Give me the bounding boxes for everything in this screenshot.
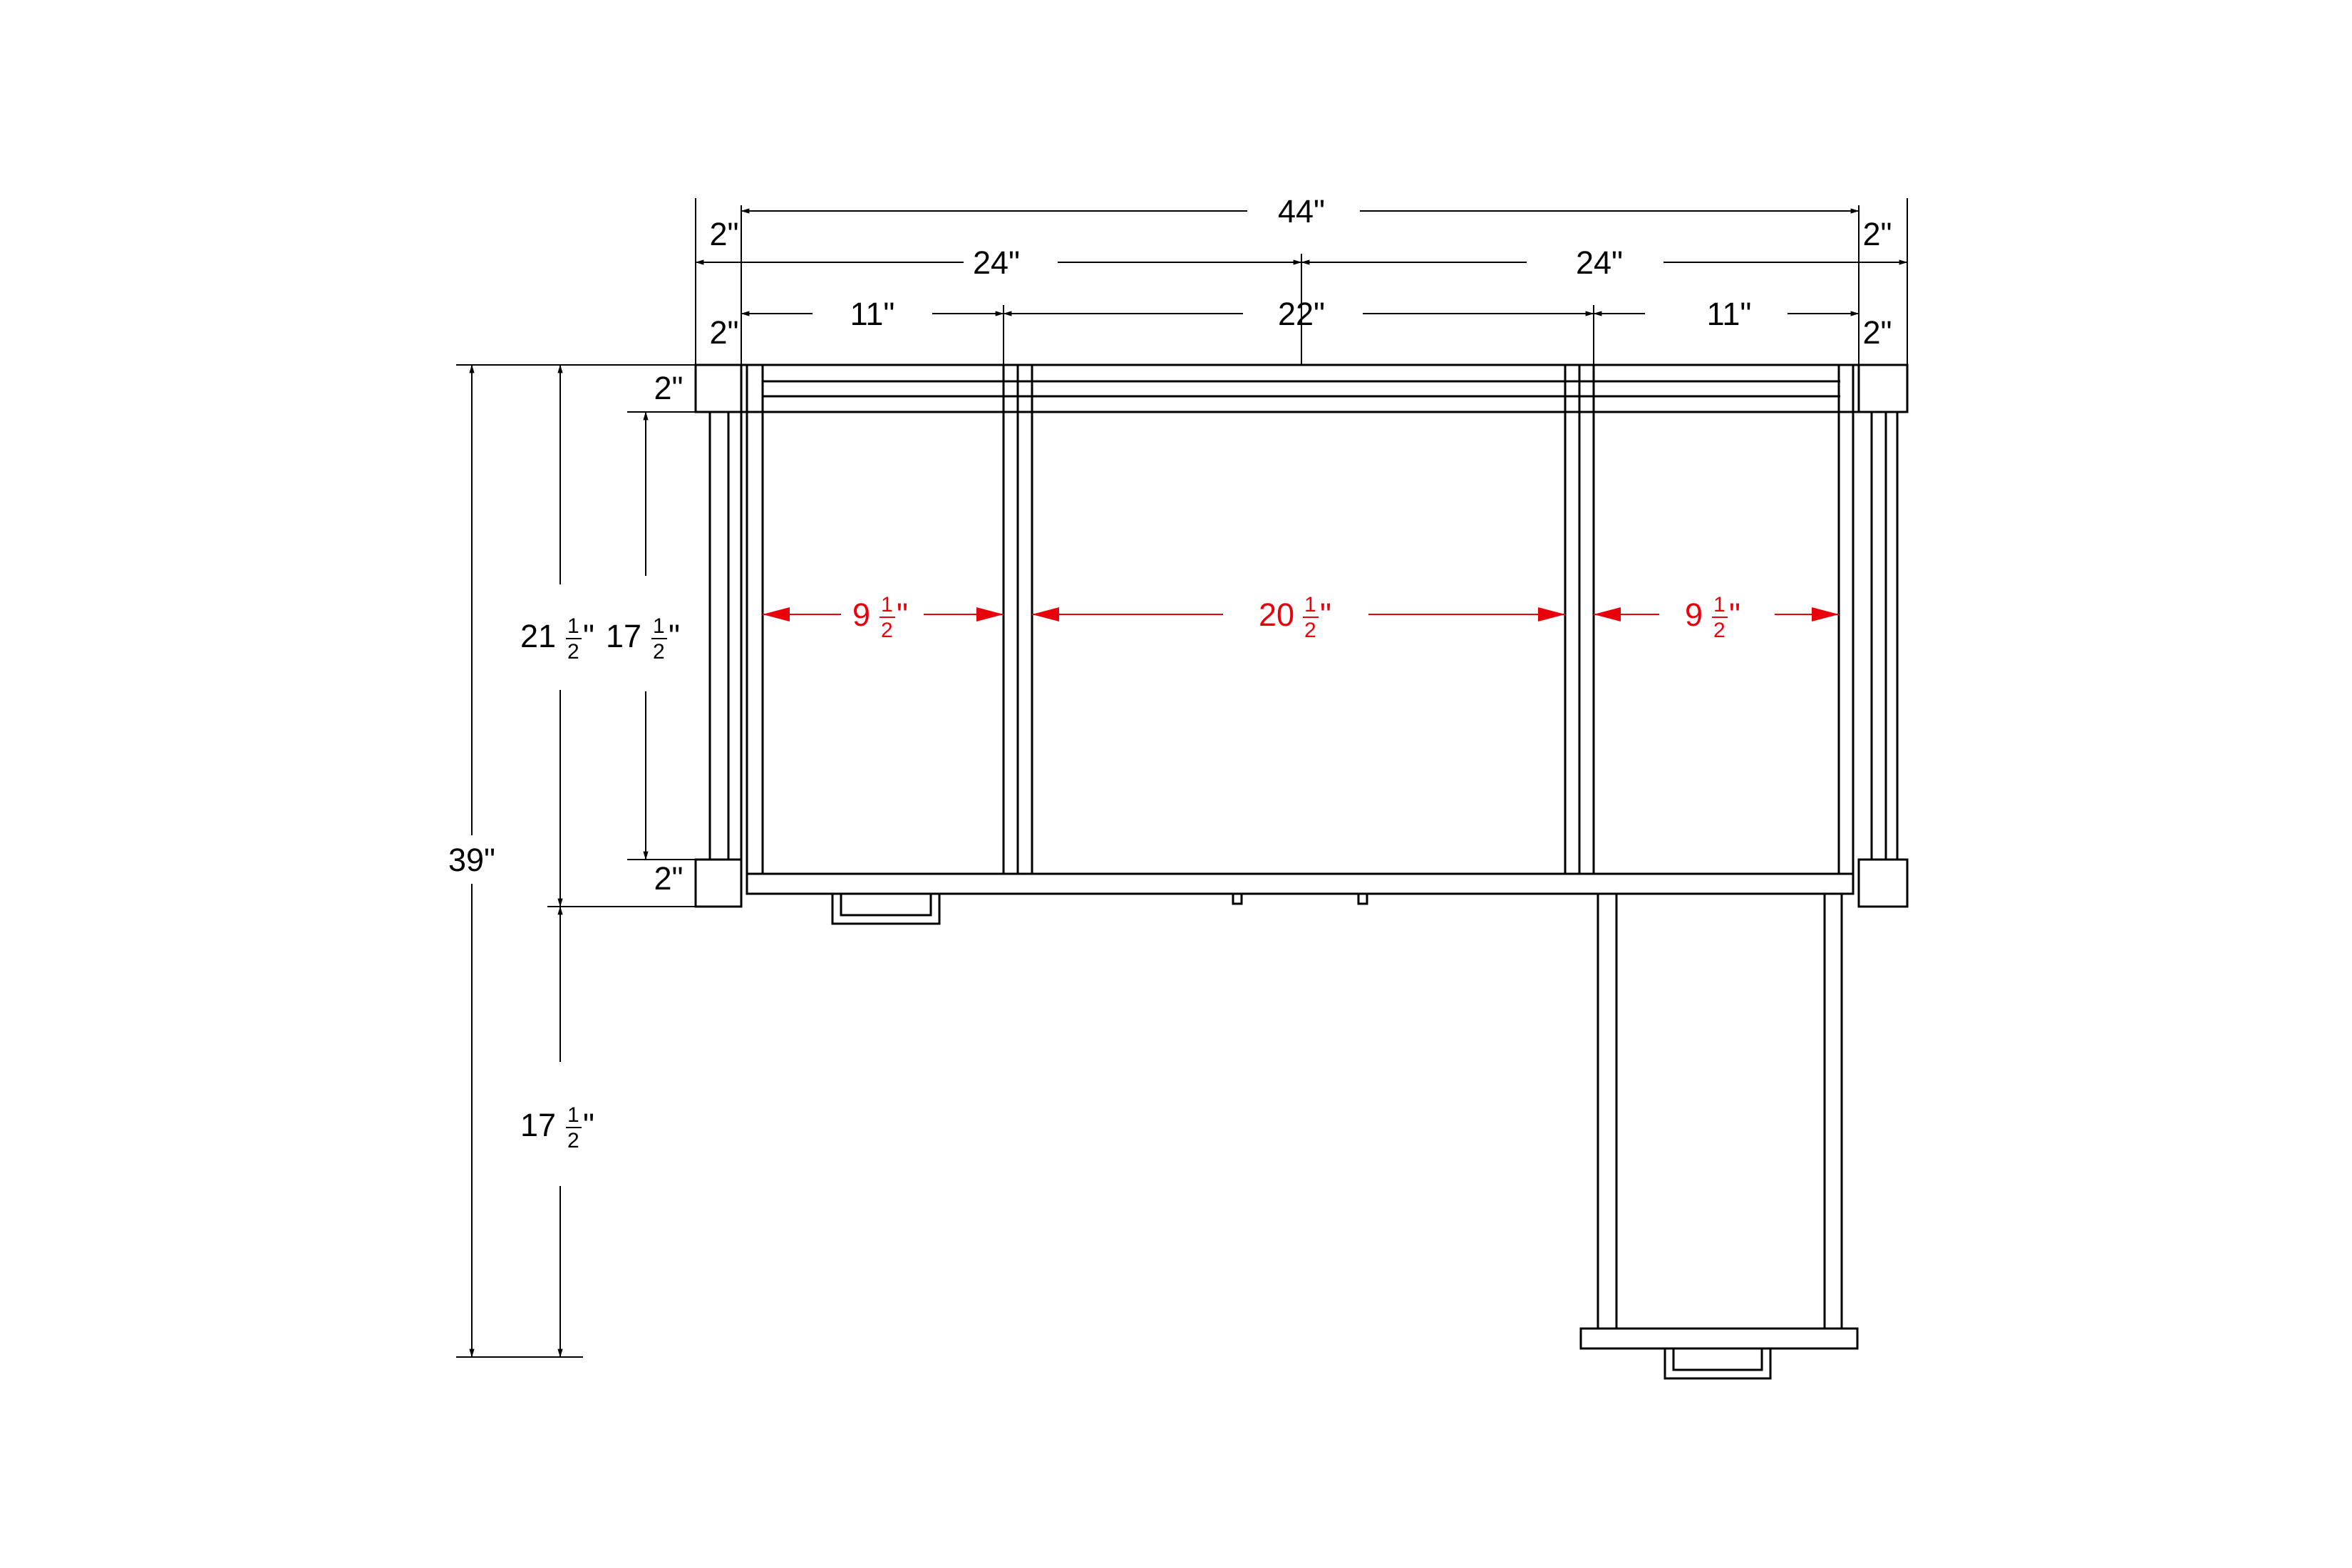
svg-text:9: 9	[1685, 597, 1703, 633]
dim-overall-width: 44"	[1278, 193, 1325, 229]
clear-span-right: 9 1 2 "	[1685, 593, 1740, 642]
top-board	[694, 363, 1909, 413]
right-drawer-pull	[1664, 1348, 1772, 1380]
svg-text:1: 1	[1304, 593, 1316, 617]
dim-rail-top: 2"	[654, 370, 683, 406]
dim-bay-left: 11"	[850, 296, 895, 332]
svg-text:2: 2	[567, 640, 579, 664]
svg-text:1: 1	[1713, 593, 1726, 617]
right-post-bottom	[1857, 858, 1909, 908]
svg-text:": "	[1729, 597, 1740, 633]
left-post-top	[694, 363, 743, 413]
svg-text:": "	[583, 618, 594, 654]
dim-left-end-width: 2"	[709, 216, 738, 252]
svg-text:17: 17	[606, 618, 641, 654]
svg-text:1: 1	[653, 614, 665, 638]
dim-inner-depth: 17 1 2 "	[606, 614, 680, 664]
dimension-lines	[456, 198, 1908, 1358]
dim-upper-depth: 21 1 2 "	[520, 614, 594, 664]
clear-span-center: 20 1 2 "	[1259, 593, 1331, 642]
left-drawer-pull	[831, 894, 941, 925]
svg-text:20: 20	[1259, 597, 1294, 633]
svg-text:1: 1	[881, 593, 893, 617]
svg-text:2: 2	[567, 1129, 579, 1152]
svg-text:1: 1	[567, 614, 579, 638]
right-post-top	[1857, 363, 1909, 413]
dim-rail-bottom: 2"	[654, 860, 683, 897]
svg-text:1: 1	[567, 1103, 579, 1127]
dim-bay-center: 22"	[1278, 296, 1325, 332]
svg-text:2: 2	[881, 619, 893, 642]
svg-text:21: 21	[520, 618, 556, 654]
clear-span-dimensions	[763, 607, 1839, 621]
dim-left-end-lower: 2"	[709, 314, 738, 351]
dim-bay-right: 11"	[1707, 296, 1752, 332]
svg-text:2: 2	[1304, 619, 1316, 642]
svg-text:17: 17	[520, 1107, 556, 1143]
left-post-bottom	[694, 858, 743, 908]
svg-text:": "	[897, 597, 908, 633]
svg-text:": "	[669, 618, 680, 654]
svg-text:": "	[583, 1107, 594, 1143]
dim-half-right: 24"	[1576, 244, 1623, 281]
dim-half-left: 24"	[973, 244, 1020, 281]
dim-overall-depth: 39"	[448, 842, 495, 878]
svg-text:": "	[1320, 597, 1331, 633]
dimension-labels: 44" 2" 2" 24" 24" 2" 2" 11" 22" 11" 2" 2…	[448, 193, 1892, 1152]
dim-right-end-width: 2"	[1862, 216, 1892, 252]
frame-structure	[694, 363, 1909, 1380]
svg-text:9: 9	[852, 597, 870, 633]
svg-text:2: 2	[1713, 619, 1726, 642]
dim-lower-depth: 17 1 2 "	[520, 1103, 594, 1152]
bottom-rail	[746, 872, 1855, 895]
dim-right-end-lower: 2"	[1862, 314, 1892, 351]
clear-span-left: 9 1 2 "	[852, 593, 908, 642]
return-foot	[1579, 1327, 1859, 1350]
svg-text:2: 2	[653, 640, 665, 664]
